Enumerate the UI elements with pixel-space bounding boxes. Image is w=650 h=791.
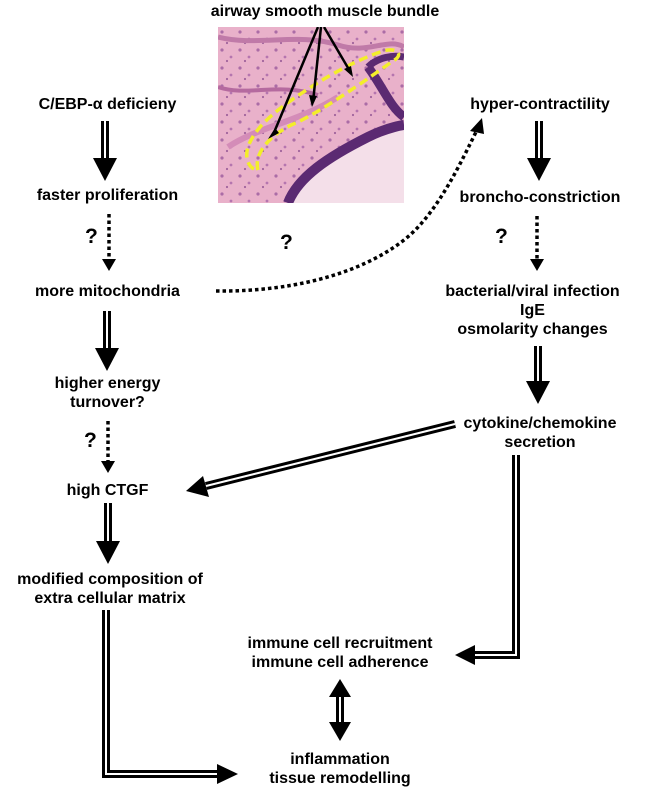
node-broncho-constriction: broncho-constriction — [459, 189, 621, 206]
dotted-arrow-bronchoconstriction-to-infection — [530, 216, 544, 271]
node-matrix-line-1: modified composition of — [17, 571, 203, 588]
node-infection-ige-osmolarity: bacterial/viral infection IgE osmolarity… — [405, 282, 650, 339]
node-immune-cells: immune cell recruitment immune cell adhe… — [210, 634, 470, 672]
node-more-mitochondria: more mitochondria — [35, 283, 180, 300]
node-high-ctgf: high CTGF — [66, 482, 149, 499]
node-inflammation-remodelling: inflammation tissue remodelling — [210, 750, 470, 788]
node-infection-line-2: IgE — [520, 302, 545, 319]
arrow-deficiency-to-proliferation — [93, 121, 117, 181]
node-immune-line-2: immune cell adherence — [251, 654, 429, 671]
node-cytokine-line-1: cytokine/chemokine — [463, 415, 617, 432]
arrow-osmolarity-to-cytokine — [526, 346, 550, 404]
node-hyper-contractility: hyper-contractility — [470, 96, 610, 113]
node-faster-proliferation: faster proliferation — [36, 187, 179, 204]
question-mark-mitochondria-link: ? — [280, 231, 293, 254]
question-mark-energy: ? — [84, 429, 97, 452]
node-infection-line-1: bacterial/viral infection — [445, 283, 620, 300]
node-inflammation-line-1: inflammation — [290, 751, 390, 768]
question-mark-broncho: ? — [495, 225, 508, 248]
micrograph-label: airway smooth muscle bundle — [210, 3, 440, 20]
arrow-matrix-to-inflammation — [102, 610, 238, 784]
arrow-ctgf-to-matrix — [96, 503, 120, 564]
dotted-arrow-energy-to-ctgf — [101, 421, 115, 473]
node-cebp-deficiency: C/EBP-α deficieny — [38, 96, 177, 113]
node-higher-energy-line-2: turnover? — [70, 394, 145, 411]
arrow-mitochondria-to-energy — [95, 311, 119, 371]
node-inflammation-line-2: tissue remodelling — [269, 770, 411, 787]
node-cytokine-line-2: secretion — [504, 434, 576, 451]
node-matrix-line-2: extra cellular matrix — [34, 590, 186, 607]
arrow-cytokine-to-immune-cells — [455, 455, 520, 665]
dotted-arrow-proliferation-to-mitochondria — [102, 214, 116, 271]
node-higher-energy-turnover: higher energy turnover? — [0, 374, 215, 412]
node-higher-energy-line-1: higher energy — [54, 375, 161, 392]
arrow-hypercontractility-to-bronchoconstriction — [527, 121, 551, 181]
arrow-cytokine-to-ctgf — [186, 420, 456, 497]
airway-micrograph — [218, 27, 404, 203]
question-mark-proliferation: ? — [85, 225, 98, 248]
node-immune-line-1: immune cell recruitment — [247, 635, 433, 652]
dotted-curve-mitochondria-to-hypercontractility — [215, 118, 484, 293]
node-infection-line-3: osmolarity changes — [457, 321, 608, 338]
bidirectional-arrow-immune-inflammation — [329, 679, 351, 741]
node-cytokine-secretion: cytokine/chemokine secretion — [420, 414, 650, 452]
node-modified-matrix: modified composition of extra cellular m… — [0, 570, 220, 608]
